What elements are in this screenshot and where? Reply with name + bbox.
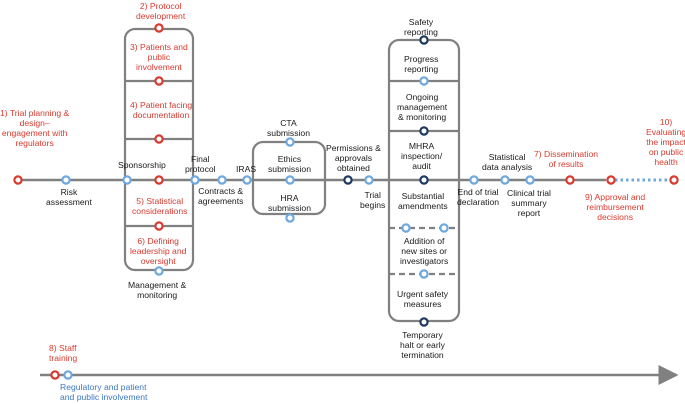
node-risk-assessment: [61, 175, 71, 185]
node-patient-facing: [154, 134, 164, 144]
node-hra: [285, 213, 295, 223]
label-trial-planning: 1) Trial planning &design–engagement wit…: [0, 108, 70, 148]
node-permissions: [343, 175, 353, 185]
node-dissemination: [565, 175, 575, 185]
node-contracts: [217, 175, 227, 185]
node-cta: [285, 137, 295, 147]
node-urgent-safety: [419, 269, 429, 279]
node-safety-reporting: [419, 35, 429, 45]
label-management-monitoring: Management &monitoring: [128, 280, 187, 300]
node-evaluating: [669, 175, 679, 185]
node-temporary-halt: [419, 317, 429, 327]
label-sponsorship: Sponsorship: [118, 160, 166, 170]
node-management-monitoring: [154, 266, 164, 276]
node-end-of-trial: [469, 175, 479, 185]
node-approval: [606, 175, 616, 185]
node-statistical: [154, 175, 164, 185]
node-trial-begins: [364, 175, 374, 185]
node-ethics: [285, 175, 295, 185]
node-staff-training: [50, 370, 60, 380]
node-addition-sites-left: [401, 223, 411, 233]
label-iras: IRAS: [236, 164, 257, 174]
node-defining-leadership: [154, 221, 164, 231]
node-statistical-analysis: [500, 175, 510, 185]
node-progress-reporting: [419, 76, 429, 86]
node-iras: [242, 175, 252, 185]
node-addition-sites-right: [439, 223, 449, 233]
label-contracts-agreements: Contracts &agreements: [198, 186, 244, 206]
node-regulatory-ppi: [63, 370, 73, 380]
node-final-protocol: [190, 175, 200, 185]
node-protocol-development: [154, 23, 164, 33]
node-mhra: [419, 175, 429, 185]
node-clinical-summary: [525, 175, 535, 185]
node-trial-planning: [13, 175, 23, 185]
node-patients-public: [154, 76, 164, 86]
node-sponsorship: [122, 175, 132, 185]
node-ongoing-management: [419, 126, 429, 136]
timeline-nodes: [13, 23, 679, 380]
